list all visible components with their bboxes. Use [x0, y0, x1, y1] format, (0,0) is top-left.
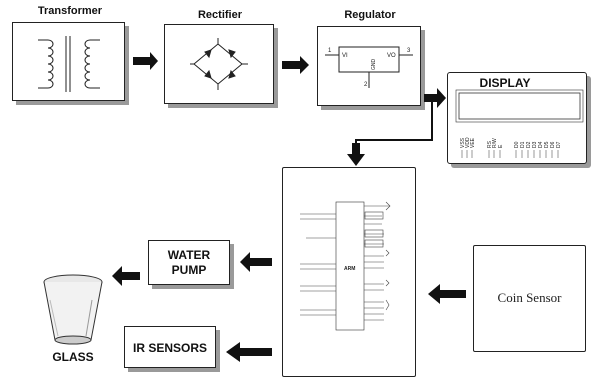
- display-pin-label: D0: [514, 141, 520, 148]
- display-screen: [458, 92, 581, 120]
- display-pin-label: D2: [526, 141, 532, 148]
- transformer-block: [12, 22, 125, 101]
- display-pin-label: E: [498, 144, 504, 148]
- rectifier-block: [164, 24, 274, 104]
- coin-sensor-label: Coin Sensor: [497, 290, 562, 305]
- arrow-transformer-rectifier: [133, 52, 158, 70]
- regulator-pin-gnd-num: 2: [364, 82, 368, 88]
- arrow-rectifier-regulator: [282, 56, 309, 74]
- regulator-pin-out-label: VO: [387, 53, 396, 59]
- glass-label: GLASS: [52, 350, 94, 364]
- display-pin-label: D3: [532, 141, 538, 148]
- transformer-symbol: [38, 36, 100, 92]
- ir-sensors-block: [124, 326, 216, 368]
- connector-line-regulator-arm: [355, 98, 433, 145]
- arrow-down-arm: [347, 143, 365, 166]
- glass-icon: [43, 274, 103, 345]
- arrow-pump-glass: [112, 266, 140, 286]
- arrow-arm-waterpump: [240, 252, 272, 272]
- display-pin-label: RS: [487, 140, 493, 148]
- rectifier-bridge-symbol: [190, 38, 248, 90]
- display-pin-label: VSS: [460, 137, 466, 148]
- water-pump-block: [148, 240, 230, 285]
- arrow-arm-irsensors: [226, 342, 272, 362]
- water-pump-label-2: PUMP: [171, 263, 207, 277]
- display-pin-label: R/W: [492, 138, 498, 148]
- regulator-label: Regulator: [344, 9, 396, 21]
- display-pin-label: VDD: [465, 137, 471, 148]
- arm-chip-label: ARM: [344, 266, 355, 272]
- display-pin-label: VEE: [470, 137, 476, 148]
- arrows: [112, 52, 466, 362]
- display-pin-label: D4: [538, 141, 544, 148]
- coin-sensor-block: [473, 245, 586, 352]
- regulator-pin-in-num: 1: [328, 48, 332, 54]
- arm-schematic: [300, 201, 391, 331]
- display-pin-label: D7: [556, 141, 562, 148]
- water-pump-label-1: WATER: [167, 248, 211, 262]
- arrow-coin-arm: [428, 284, 466, 304]
- display-pin-label: D5: [544, 141, 550, 148]
- display-label: DISPLAY: [479, 76, 531, 90]
- transformer-label: Transformer: [37, 5, 103, 17]
- rectifier-label: Rectifier: [197, 9, 243, 21]
- regulator-pin-gnd-label: GND: [371, 59, 377, 71]
- display-pin-label: D6: [550, 141, 556, 148]
- display-block: [447, 72, 587, 164]
- arrow-regulator-display: [424, 88, 446, 108]
- display-pin-label: D1: [520, 141, 526, 148]
- ir-sensors-label: IR SENSORS: [132, 341, 207, 355]
- regulator-chip: [325, 46, 413, 88]
- regulator-pin-in-label: VI: [342, 53, 348, 59]
- regulator-block: [317, 26, 421, 106]
- regulator-pin-out-num: 3: [407, 48, 411, 54]
